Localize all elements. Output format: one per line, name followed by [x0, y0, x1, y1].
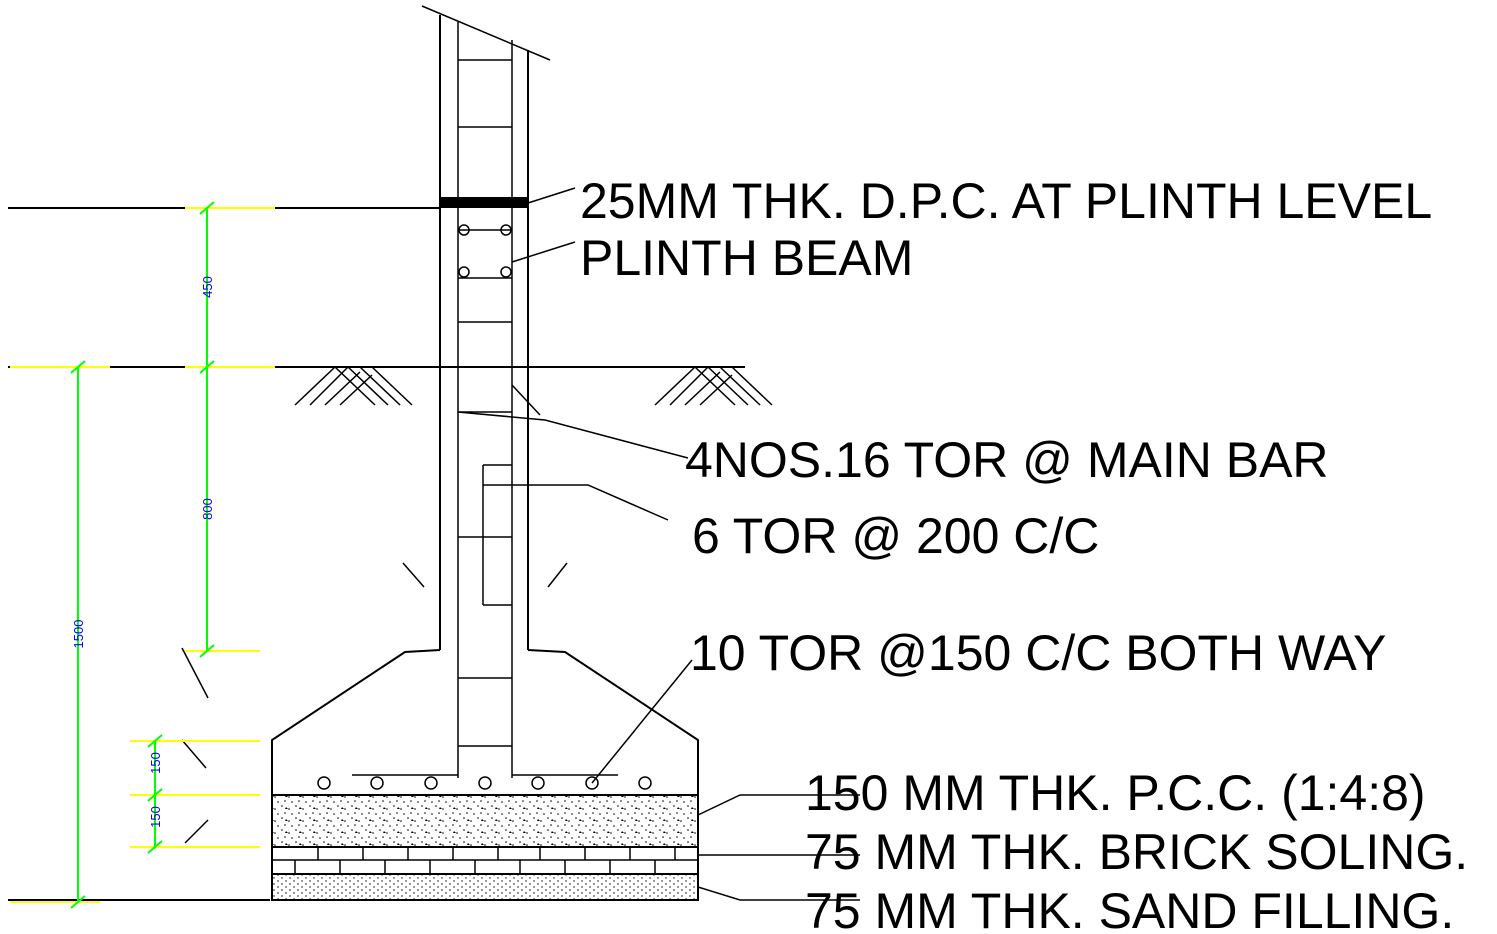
annotation-labels: 25MM THK. D.P.C. AT PLINTH LEVEL PLINTH … — [580, 173, 1468, 934]
footing-bar — [370, 776, 384, 790]
label-main-bar: 4NOS.16 TOR @ MAIN BAR — [685, 432, 1329, 488]
leader-lines — [457, 187, 860, 901]
dim-footing-top: 150 — [148, 752, 163, 774]
footing-bar — [424, 776, 438, 790]
extension-lines — [10, 207, 275, 903]
dim-plinth-height: 450 — [200, 276, 215, 298]
earth-hatch-left — [294, 366, 413, 406]
beam-bar — [458, 266, 470, 278]
pcc-layer — [271, 794, 699, 848]
footing-bar — [585, 776, 599, 790]
dpc-layer — [440, 197, 528, 208]
beam-bar — [500, 224, 512, 236]
footing-bar — [638, 776, 652, 790]
dim-pcc-thk: 150 — [148, 806, 163, 828]
beam-bar — [500, 266, 512, 278]
column — [421, 5, 551, 778]
sand-filling-layer — [271, 873, 699, 901]
plinth-beam — [458, 224, 512, 279]
dim-total-depth: 1500 — [71, 620, 86, 649]
break-line — [421, 5, 551, 61]
footing-bars — [317, 776, 652, 790]
dim-depth-below-gl: 800 — [200, 498, 215, 520]
stirrup-detail — [482, 464, 512, 606]
earth-hatch-right — [654, 366, 773, 406]
label-stirrups: 6 TOR @ 200 C/C — [692, 508, 1099, 564]
break-ticks — [181, 562, 568, 844]
footing — [271, 649, 699, 901]
label-sand-filling: 75 MM THK. SAND FILLING. — [805, 883, 1454, 934]
footing-bar — [531, 776, 545, 790]
footing-bar — [317, 776, 331, 790]
label-pcc: 150 MM THK. P.C.C. (1:4:8) — [805, 765, 1426, 821]
label-footing-bars: 10 TOR @150 C/C BOTH WAY — [690, 625, 1386, 681]
label-plinth-beam: PLINTH BEAM — [580, 230, 913, 286]
footing-bar — [478, 776, 492, 790]
brick-soling-layer — [271, 846, 699, 875]
label-brick-soling: 75 MM THK. BRICK SOLING. — [805, 824, 1468, 880]
dimension-lines — [70, 201, 215, 909]
label-dpc: 25MM THK. D.P.C. AT PLINTH LEVEL — [580, 173, 1432, 229]
beam-bar — [458, 224, 470, 236]
dimension-texts: 450 800 1500 150 150 — [71, 276, 215, 828]
